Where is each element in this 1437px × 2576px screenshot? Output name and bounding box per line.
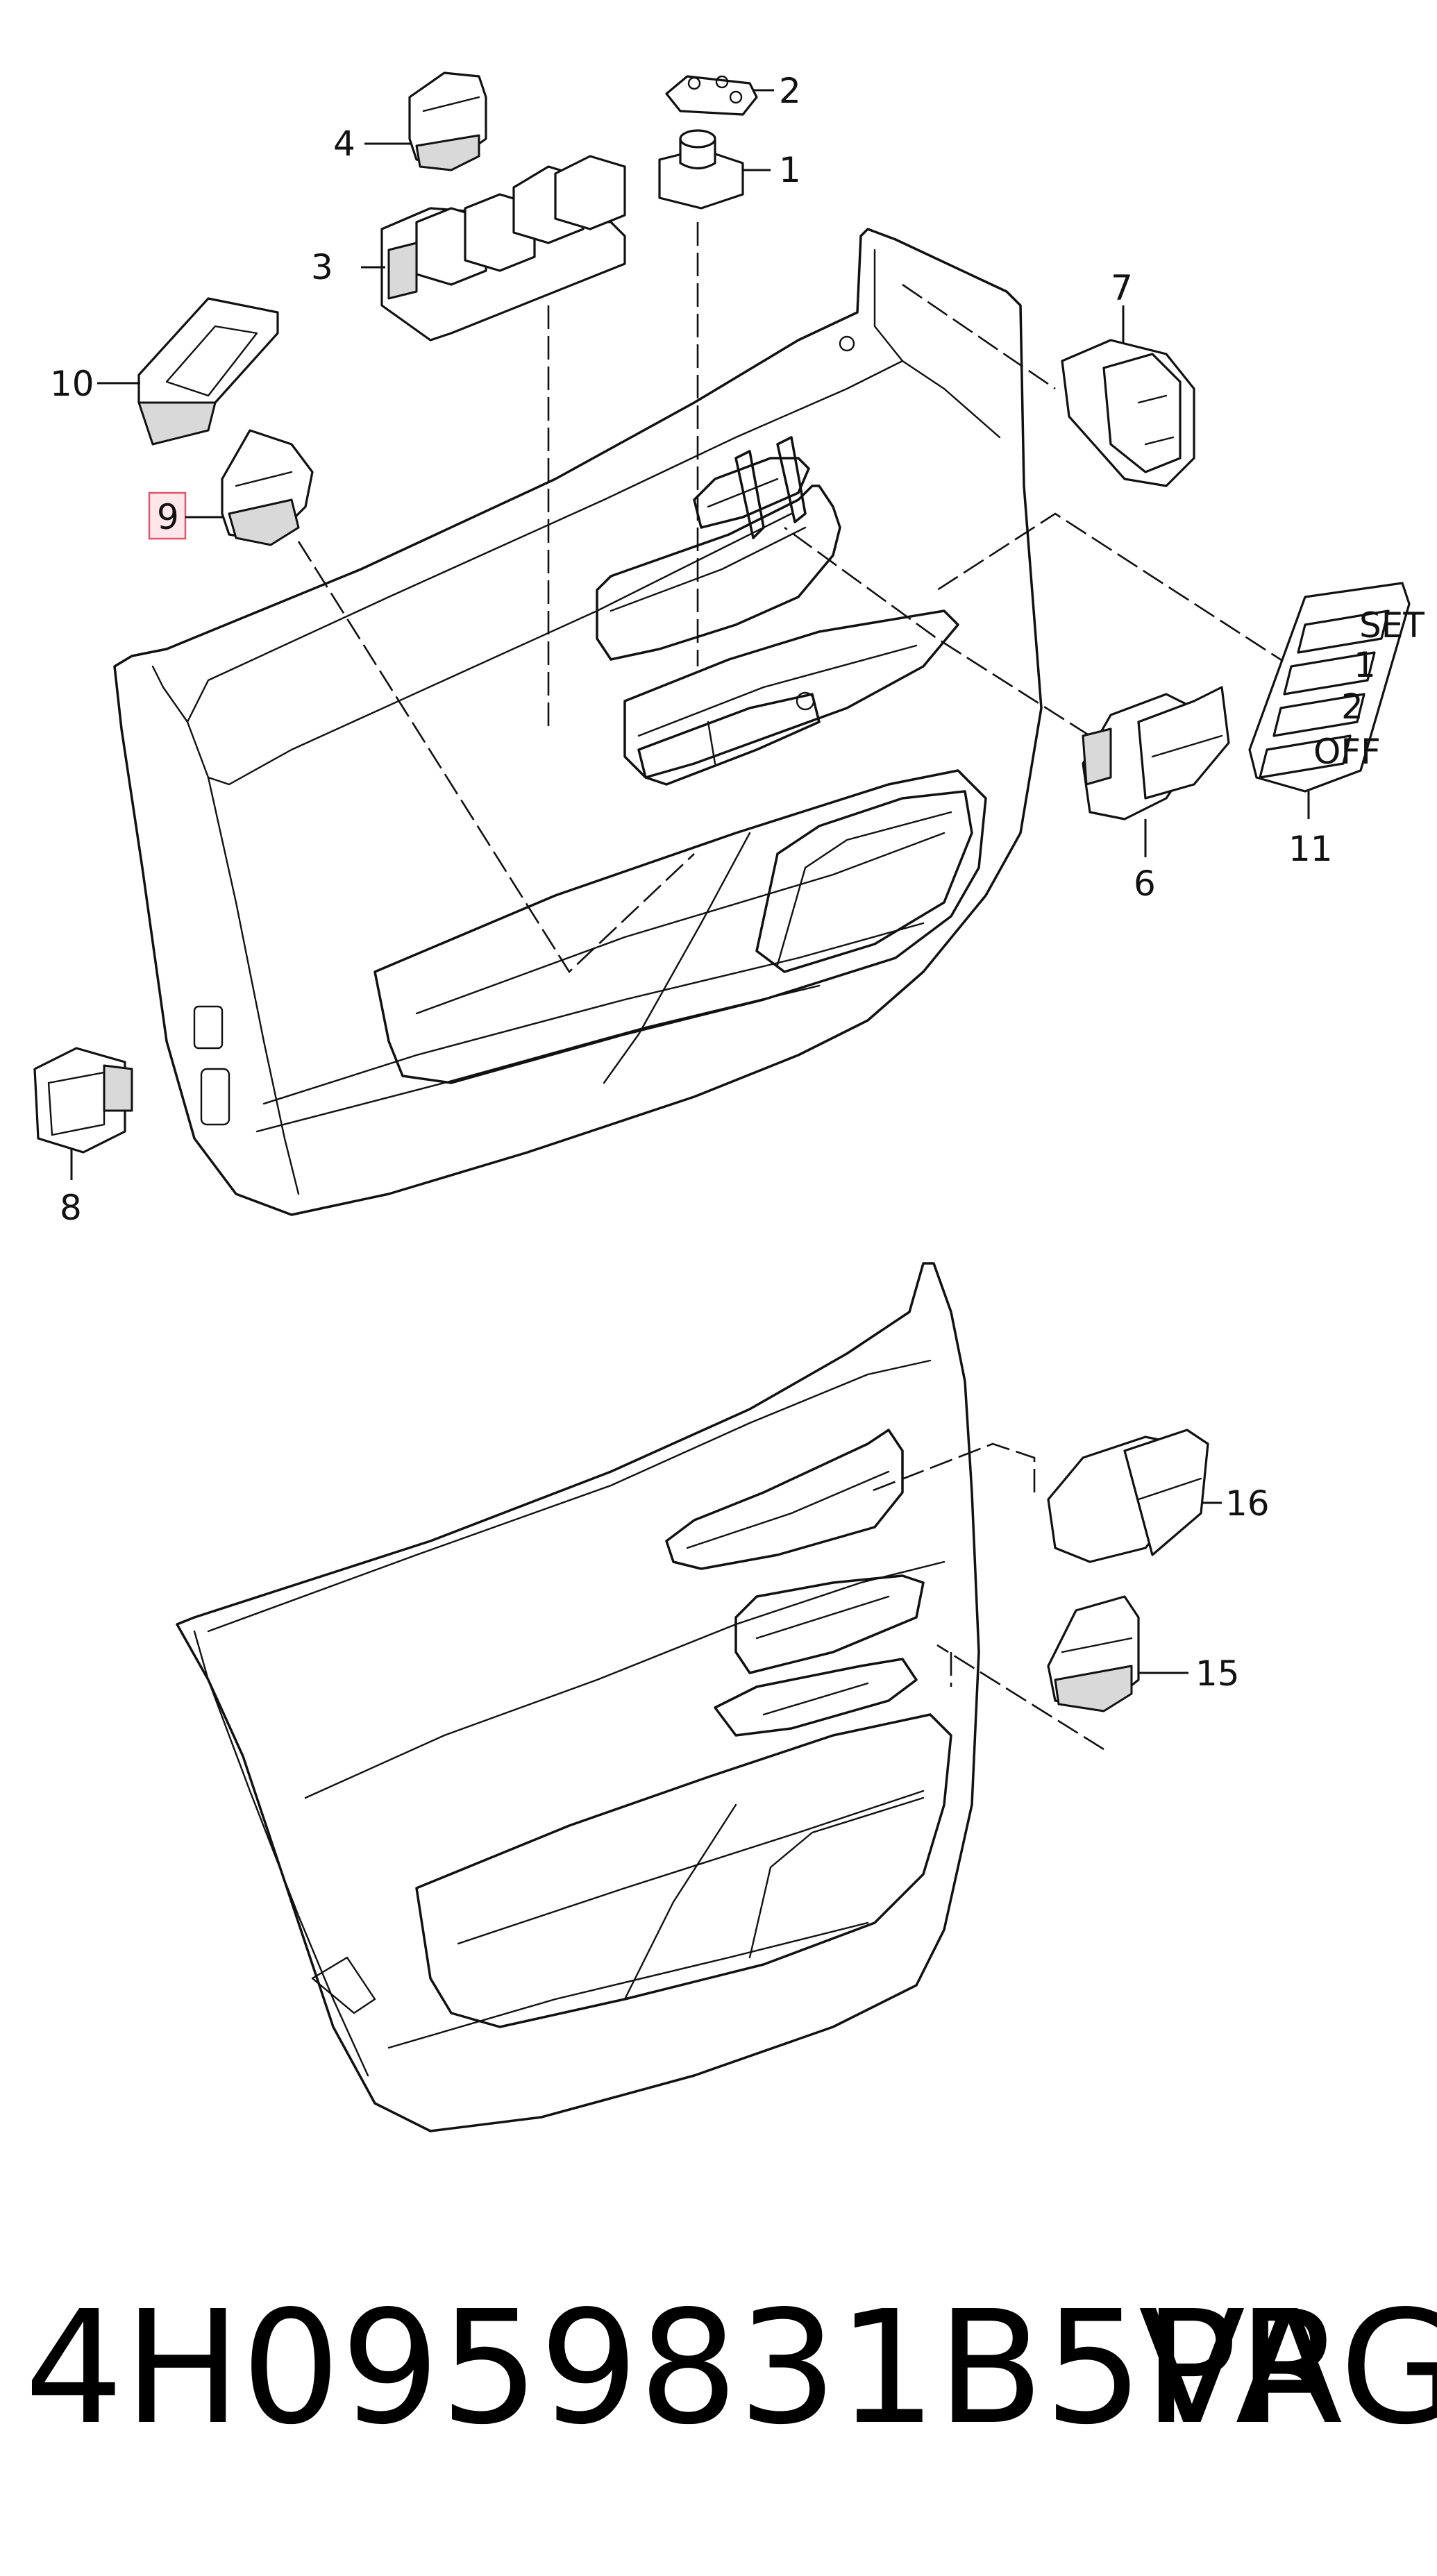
- part-3-window-switch-module[interactable]: [380, 155, 626, 342]
- memory-switch-2-label: 2: [1341, 687, 1363, 727]
- callout-11[interactable]: 11: [1288, 829, 1333, 869]
- callout-8[interactable]: 8: [60, 1188, 82, 1228]
- part-10-switch-cover[interactable]: [137, 297, 279, 446]
- part-4-window-switch[interactable]: [408, 71, 487, 171]
- callout-1[interactable]: 1: [779, 150, 801, 190]
- callout-9-highlight: [148, 491, 187, 540]
- brand-label: VAG: [1138, 2278, 1437, 2459]
- callout-2[interactable]: 2: [779, 71, 801, 111]
- memory-switch-set-label: SET: [1359, 605, 1425, 646]
- part-9-single-switch[interactable]: [221, 429, 314, 546]
- part-2-switch-bezel[interactable]: [665, 75, 758, 116]
- part-1-mirror-switch[interactable]: [658, 129, 744, 210]
- part-7-trunk-switch[interactable]: [1061, 339, 1195, 487]
- part-6-lock-switch[interactable]: [1082, 686, 1230, 820]
- part-11-memory-seat-switch[interactable]: SET 1 2 OFF: [1248, 582, 1425, 793]
- callout-9[interactable]: 9: [157, 497, 179, 537]
- leader-lines: [297, 222, 1292, 1751]
- callout-3[interactable]: 3: [311, 247, 333, 287]
- callout-7[interactable]: 7: [1111, 268, 1133, 308]
- memory-switch-1-label: 1: [1354, 645, 1376, 685]
- callout-4[interactable]: 4: [333, 124, 355, 164]
- memory-switch-off-label: OFF: [1313, 732, 1381, 772]
- callout-15[interactable]: 15: [1195, 1653, 1240, 1694]
- callout-10[interactable]: 10: [50, 364, 94, 404]
- upper-door-panel: [113, 228, 1043, 1216]
- callout-6[interactable]: 6: [1134, 864, 1156, 904]
- callout-16[interactable]: 16: [1225, 1483, 1270, 1524]
- part-number: 4H0959831B5PR: [24, 2278, 1346, 2459]
- part-8-small-switch[interactable]: [33, 1047, 133, 1154]
- part-15-window-switch[interactable]: [1047, 1595, 1140, 1712]
- part-16-lock-switch[interactable]: [1047, 1429, 1209, 1563]
- lower-door-panel: [176, 1262, 980, 2132]
- callouts: 1 2 3 4 6 7 8 9 10: [50, 71, 1333, 1694]
